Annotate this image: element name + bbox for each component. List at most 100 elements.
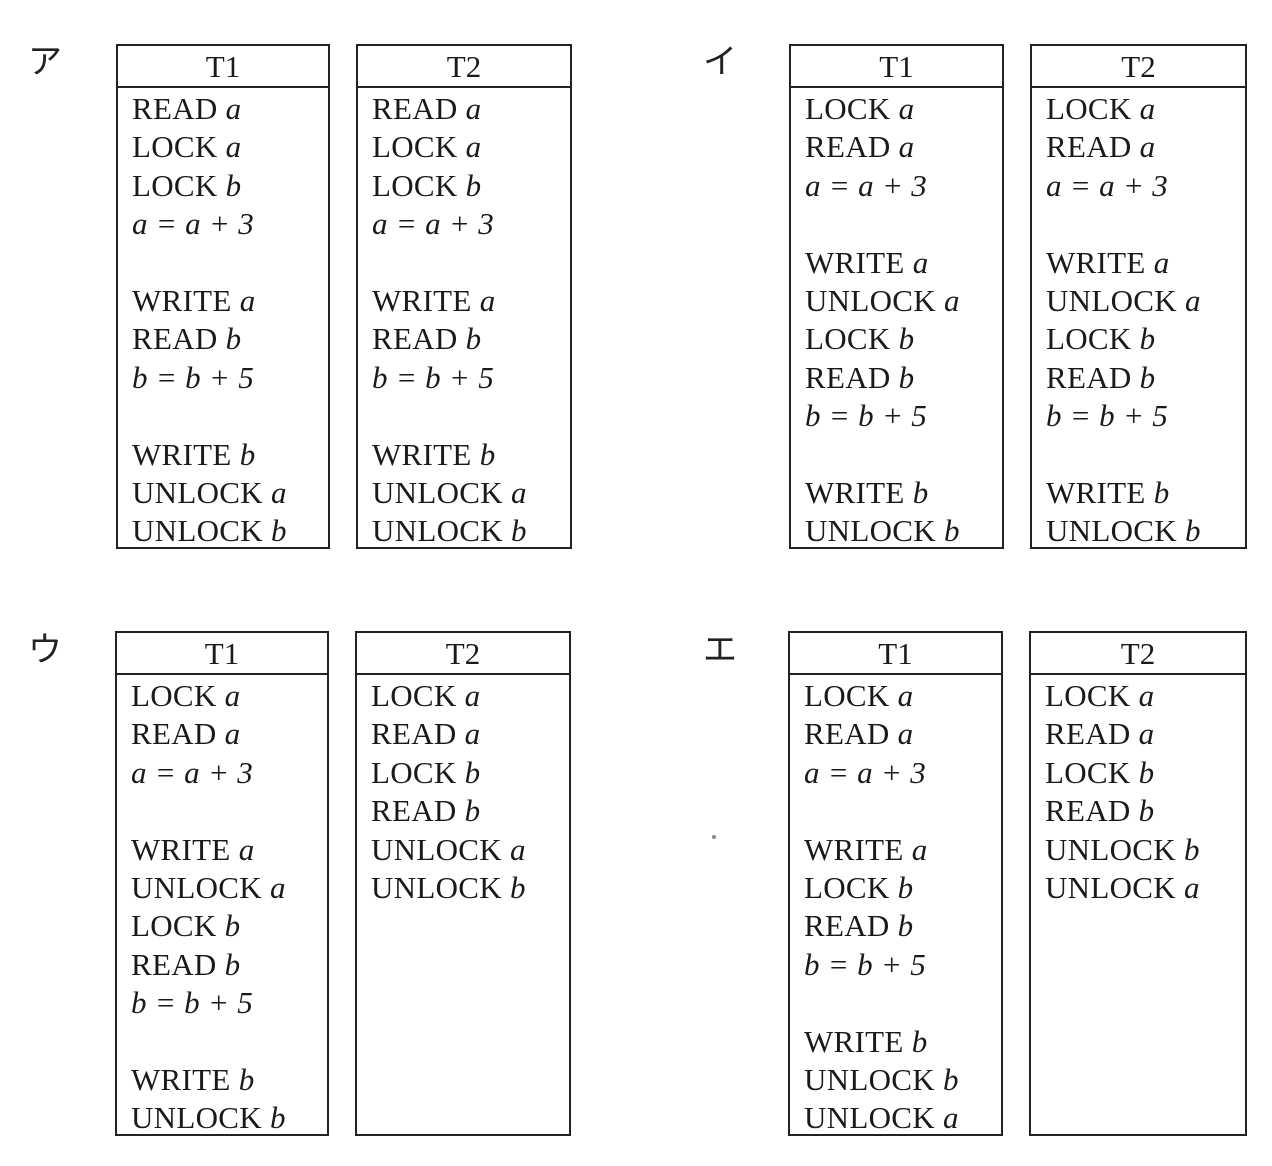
line-variable: a (479, 282, 496, 318)
table-line: WRITE b (805, 474, 1002, 512)
table-line: READ b (131, 946, 327, 984)
line-operation: WRITE (372, 282, 472, 318)
line-operation: READ (132, 321, 218, 357)
table-line: a = a + 3 (131, 754, 327, 792)
line-expression: a = a + 3 (805, 167, 928, 203)
line-operation: LOCK (805, 321, 891, 357)
scan-speck (712, 835, 716, 839)
line-operation: READ (1046, 129, 1132, 165)
line-variable: b (943, 1061, 959, 1097)
table-line: WRITE b (1046, 474, 1245, 512)
line-variable: b (510, 869, 526, 905)
table-line: READ b (371, 792, 569, 830)
line-operation: UNLOCK (1045, 869, 1176, 905)
table-line: READ b (1045, 792, 1245, 830)
line-operation: UNLOCK (804, 1061, 935, 1097)
line-variable: a (224, 716, 241, 752)
line-variable: a (911, 831, 928, 867)
line-expression: b = b + 5 (805, 398, 928, 434)
line-expression: a = a + 3 (132, 206, 255, 242)
line-expression: b = b + 5 (372, 359, 495, 395)
line-variable: a (1185, 282, 1201, 318)
line-variable: b (944, 513, 960, 549)
line-operation: WRITE (132, 436, 232, 472)
line-operation: WRITE (372, 436, 472, 472)
option-label-i: イ (703, 42, 737, 82)
line-variable: b (224, 908, 241, 944)
line-operation: WRITE (804, 831, 904, 867)
line-operation: LOCK (1045, 754, 1131, 790)
line-variable: b (511, 513, 527, 549)
line-operation: UNLOCK (804, 1100, 935, 1136)
line-operation: READ (804, 908, 890, 944)
line-variable: b (897, 908, 914, 944)
table-line: LOCK b (805, 320, 1002, 358)
table-line: WRITE a (132, 282, 328, 320)
line-operation: WRITE (1046, 474, 1146, 510)
line-variable: a (944, 282, 960, 318)
line-operation: LOCK (131, 908, 217, 944)
table-line (132, 244, 328, 282)
line-variable: b (271, 513, 287, 549)
table-line: READ a (371, 715, 569, 753)
line-variable: a (511, 474, 527, 510)
table-line (805, 436, 1002, 474)
line-operation: LOCK (132, 167, 218, 203)
line-operation: READ (1045, 793, 1131, 829)
table-line: UNLOCK a (372, 474, 570, 512)
line-variable: b (1138, 793, 1155, 829)
line-operation: LOCK (804, 869, 890, 905)
line-variable: b (465, 321, 482, 357)
table-line: UNLOCK a (371, 831, 569, 869)
table-line: LOCK a (1045, 677, 1245, 715)
line-variable: a (1138, 678, 1155, 713)
line-variable: a (1139, 129, 1156, 165)
table-line: READ b (805, 359, 1002, 397)
table-line: LOCK b (1046, 320, 1245, 358)
table-header: T2 (358, 46, 570, 88)
line-variable: b (224, 946, 241, 982)
line-variable: a (898, 91, 915, 126)
line-expression: a = a + 3 (131, 754, 254, 790)
table-line: UNLOCK b (371, 869, 569, 907)
table-line: UNLOCK a (805, 282, 1002, 320)
line-variable: b (270, 1100, 286, 1136)
table-header: T1 (117, 633, 327, 675)
line-operation: UNLOCK (131, 869, 262, 905)
table-line: WRITE b (804, 1023, 1001, 1061)
line-variable: a (464, 716, 481, 752)
line-variable: b (465, 167, 482, 203)
line-operation: READ (131, 946, 217, 982)
line-operation: LOCK (1045, 678, 1131, 713)
table-line: b = b + 5 (1046, 397, 1245, 435)
table-line: READ b (1046, 359, 1245, 397)
line-operation: LOCK (1046, 321, 1132, 357)
line-operation: READ (1046, 359, 1132, 395)
line-variable: a (225, 91, 242, 126)
table-header: T2 (1031, 633, 1245, 675)
line-operation: UNLOCK (1046, 513, 1177, 549)
line-variable: a (225, 129, 242, 165)
line-operation: READ (372, 321, 458, 357)
line-expression: a = a + 3 (1046, 167, 1169, 203)
line-operation: READ (372, 91, 458, 126)
line-variable: b (1138, 754, 1155, 790)
line-variable: b (1185, 513, 1201, 549)
line-operation: LOCK (371, 754, 457, 790)
line-operation: WRITE (804, 1023, 904, 1059)
line-operation: WRITE (805, 244, 905, 280)
line-expression: b = b + 5 (804, 946, 927, 982)
line-operation: LOCK (805, 91, 891, 126)
table-header: T2 (357, 633, 569, 675)
table-line (372, 244, 570, 282)
line-expression: a = a + 3 (804, 754, 927, 790)
table-line: UNLOCK b (132, 512, 328, 550)
